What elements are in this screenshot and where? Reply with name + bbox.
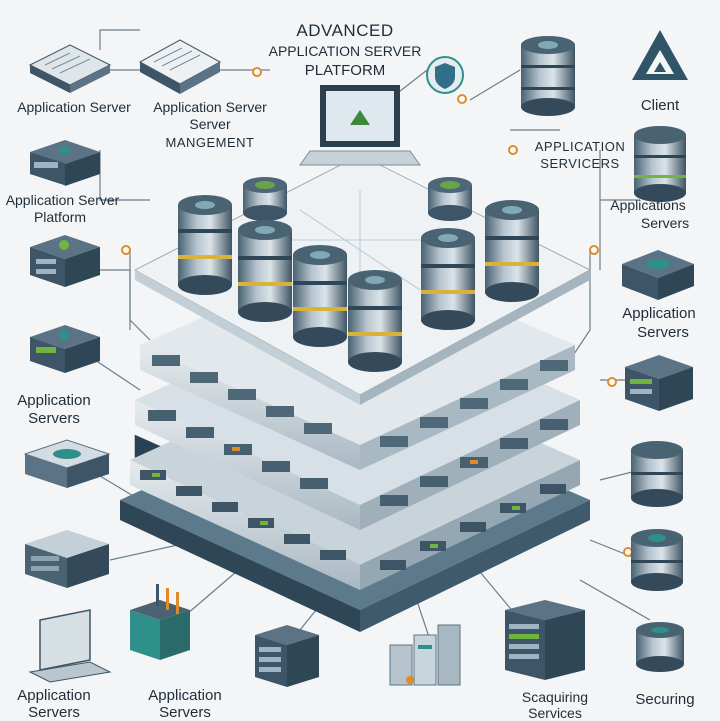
- server-stack-icon: [130, 584, 190, 660]
- server-stack-icon: [30, 235, 100, 287]
- label-left-platform-1: Application Server: [5, 192, 120, 208]
- diagram-title-line-3: PLATFORM: [304, 62, 386, 79]
- shield-icon: [426, 56, 464, 94]
- label-right-services-1: APPLICATION: [534, 139, 626, 154]
- label-top-left: Application Server: [17, 99, 131, 115]
- database-icon: [631, 529, 683, 591]
- label-bottom-mid-1: Application: [148, 687, 222, 704]
- database-icon: [634, 126, 686, 202]
- diagram-title-line-2: APPLICATION SERVER: [268, 43, 422, 59]
- label-right-servers-a-1: Applications: [610, 197, 686, 213]
- database-icon: [521, 36, 575, 116]
- label-client: Client: [640, 97, 680, 114]
- label-top-mid-2: Server: [189, 116, 231, 132]
- label-left-platform-2: Platform: [33, 209, 87, 225]
- db-cluster-back: [243, 177, 472, 221]
- label-bottom-left-1: Application: [17, 687, 91, 704]
- label-right-servers-a-2: Servers: [640, 215, 690, 231]
- server-stack-icon: [625, 355, 693, 411]
- server-stack-icon: [505, 600, 585, 680]
- laptop-icon: [299, 85, 421, 166]
- label-bottom-left-2: Servers: [28, 704, 80, 721]
- network-switch-icon: [25, 530, 109, 588]
- label-bottom-scaling-1: Scaquiring: [521, 689, 589, 705]
- label-bottom-securing: Securing: [635, 691, 695, 708]
- label-bottom-scaling-2: Services: [528, 705, 582, 721]
- server-stack-icon: [30, 140, 100, 186]
- server-stack-icon: [30, 325, 100, 373]
- label-bottom-mid-2: Servers: [159, 704, 211, 721]
- server-stack-icon: [389, 624, 461, 686]
- label-right-servers-b-1: Application: [622, 305, 696, 322]
- label-top-mid-3: MANGEMENT: [165, 135, 255, 150]
- document-icon: [138, 39, 222, 94]
- label-right-services-2: SERVICERS: [540, 156, 620, 171]
- client-logo-icon: [632, 30, 688, 80]
- network-switch-icon: [23, 439, 111, 488]
- laptop-icon: [28, 609, 112, 683]
- server-stack-icon: [622, 250, 694, 300]
- label-left-servers-2: Servers: [28, 410, 80, 427]
- server-stack-icon: [255, 625, 319, 687]
- database-icon: [631, 441, 683, 507]
- db-cluster-main: [178, 195, 539, 372]
- database-icon: [636, 622, 684, 672]
- diagram-title-line-1: ADVANCED: [296, 21, 394, 40]
- label-left-servers-1: Application: [17, 392, 91, 409]
- label-top-mid-1: Application Server: [153, 99, 267, 115]
- label-right-servers-b-2: Servers: [637, 324, 689, 341]
- document-icon: [28, 44, 112, 93]
